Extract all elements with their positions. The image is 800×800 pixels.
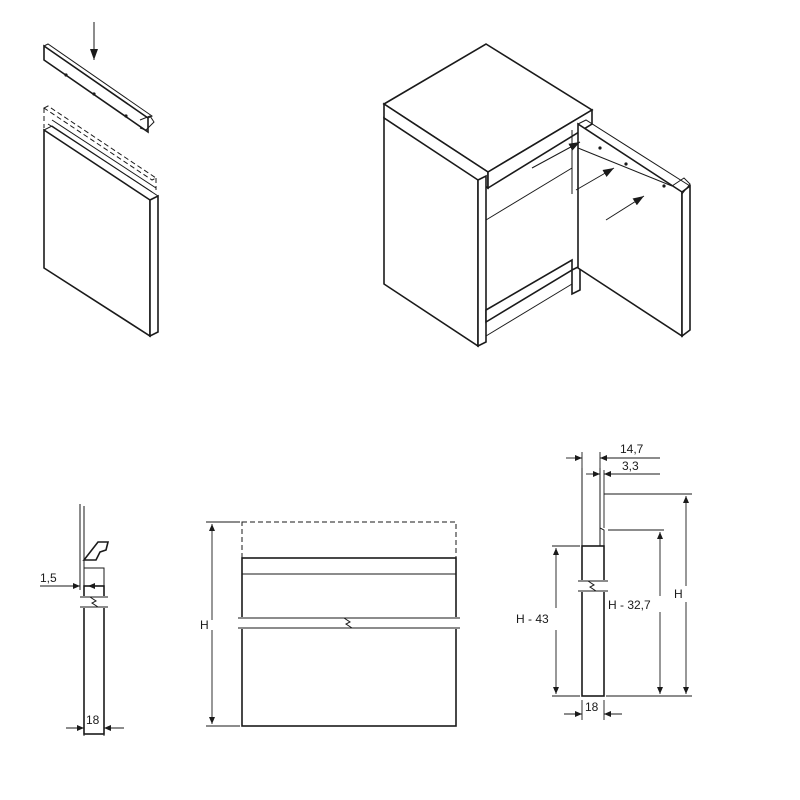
dim-h-minus-43-label: H - 43	[516, 612, 549, 626]
profile-section-right: 14,7 3,3 H - 43 H - 32,7 H 18	[516, 442, 692, 720]
dim-height-label: H	[674, 587, 683, 601]
handle-profile-strip	[43, 43, 155, 134]
door-panel	[43, 119, 159, 338]
dim-top-inner-label: 3,3	[622, 459, 639, 473]
insert-arrow-icon	[605, 195, 645, 221]
dim-height-label: H	[200, 618, 209, 632]
dim-thickness-label: 18	[585, 700, 599, 714]
cabinet-iso	[382, 43, 691, 348]
door-with-handle-iso	[43, 22, 159, 338]
door-front-view: H	[200, 521, 460, 727]
profile-section-left: 1,5 18	[40, 504, 124, 736]
insert-arrow-icon	[575, 167, 615, 191]
cabinet-bottom-shelf	[485, 258, 573, 324]
profile-ghost-outline	[43, 105, 157, 181]
cabinet-door-open	[571, 119, 691, 338]
dim-top-width-label: 14,7	[620, 442, 644, 456]
insert-arrow-icon	[531, 141, 581, 169]
dim-offset-label: 1,5	[40, 571, 57, 585]
dim-thickness-label: 18	[86, 713, 100, 727]
profile-ghost-outline	[241, 521, 457, 559]
dim-h-minus-32-7-label: H - 32,7	[608, 598, 651, 612]
